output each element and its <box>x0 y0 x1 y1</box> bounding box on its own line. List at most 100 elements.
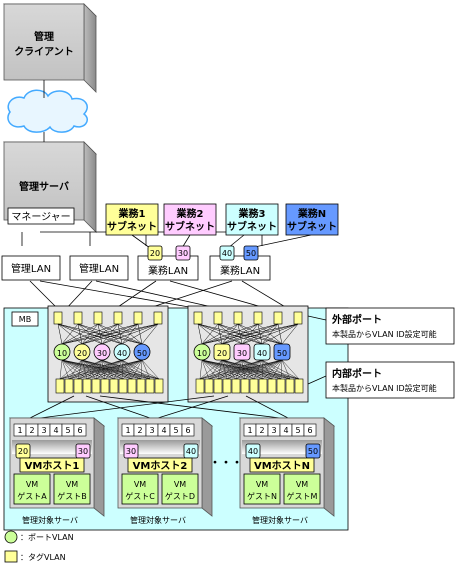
internal-port-2-5 <box>231 378 241 394</box>
nic-port-6 <box>303 423 317 437</box>
nic-number: 2 <box>29 426 34 435</box>
internal-port-2-11 <box>285 378 295 394</box>
server-links <box>29 395 289 419</box>
subnet-3-box <box>225 203 279 236</box>
vm-guest-line2: ゲストM <box>287 491 318 501</box>
nic-number: 6 <box>185 426 190 435</box>
legend: ：ポートVLAN ：タグVLAN <box>4 530 74 563</box>
port-vlan-50-circle <box>133 343 151 361</box>
nic-number: 4 <box>53 426 58 435</box>
vm-guest-line1: VM <box>296 480 308 489</box>
server-vlan-right: 30 <box>78 447 88 456</box>
tag-vlan-20-box <box>213 343 231 361</box>
vm-guest-box <box>161 473 199 505</box>
switch-2-vlan-50: 50 <box>277 349 287 358</box>
server-vlan-right: 40 <box>186 447 196 456</box>
subnet-2-line2: サブネット <box>165 220 215 233</box>
business-lan-1: 業務LAN 20 30 <box>137 245 199 281</box>
server-vlan-left: 20 <box>18 447 28 456</box>
external-port-2-5 <box>273 311 283 325</box>
server-caption: 管理対象サーバ <box>130 515 186 525</box>
server-vlan-left: 40 <box>248 447 258 456</box>
internal-port-1-2 <box>64 378 74 394</box>
legend-square-swatch <box>4 550 18 563</box>
nic-number: 3 <box>41 426 46 435</box>
tag-vlan-40-box <box>253 343 271 361</box>
tag-vlan-30-box <box>233 343 251 361</box>
internal-port-sub: 本製品からVLAN ID設定可能 <box>332 383 437 393</box>
nic-number: 1 <box>17 426 22 435</box>
switch-2-vlan-40: 40 <box>257 349 267 358</box>
vm-host-label: VMホストN <box>254 460 310 472</box>
nic-number: 3 <box>271 426 276 435</box>
nic-number: 4 <box>283 426 288 435</box>
subnet-3-line1: 業務3 <box>238 207 266 220</box>
legend-circle-swatch <box>4 530 18 544</box>
vm-guest-line1: VM <box>174 480 186 489</box>
nic-number: 6 <box>307 426 312 435</box>
vm-host-box <box>249 457 315 473</box>
external-port-2-2 <box>213 311 223 325</box>
external-port-callout: 外部ポート 本製品からVLAN ID設定可能 <box>307 307 455 345</box>
external-port-1-6 <box>153 311 163 325</box>
vm-guest-line2: ゲストN <box>247 491 277 501</box>
business-lan-2: 業務LAN 40 50 <box>209 245 271 281</box>
external-port-2-3 <box>233 311 243 325</box>
vm-guest-box <box>243 473 281 505</box>
subnet-2-line1: 業務2 <box>176 207 204 220</box>
nic-number: 1 <box>125 426 130 435</box>
business-lan-1-label: 業務LAN <box>148 264 188 277</box>
vm-guest-line1: VM <box>134 480 146 489</box>
subnet-2: 業務2 サブネット <box>163 203 217 236</box>
subnet-1: 業務1 サブネット <box>105 203 159 236</box>
server-ellipsis: ・・・ <box>210 456 243 469</box>
internal-port-2-1 <box>195 378 205 394</box>
admin-lan-1: 管理LAN <box>1 255 61 281</box>
nic-number: 5 <box>65 426 70 435</box>
business-lan-2-vlan-a: 40 <box>222 249 232 258</box>
internal-port-2-9 <box>267 378 277 394</box>
vm-guest-line1: VM <box>66 480 78 489</box>
external-port-1-2 <box>73 311 83 325</box>
vm-guest-box <box>283 473 321 505</box>
internal-port-2-6 <box>240 378 250 394</box>
server-caption: 管理対象サーバ <box>252 515 308 525</box>
business-lan-1-tag-a <box>147 245 163 261</box>
vm-guest-line1: VM <box>256 480 268 489</box>
business-lan-2-tag-b <box>243 245 259 261</box>
nic-number: 6 <box>77 426 82 435</box>
subnet-3-line2: サブネット <box>227 220 277 233</box>
vm-guest-line2: ゲストD <box>165 491 195 501</box>
switch-1-vlan-40: 40 <box>117 349 127 358</box>
internal-port-1-3 <box>73 378 83 394</box>
subnet-n-line1: 業務N <box>297 207 326 220</box>
port-vlan-10-circle-2 <box>193 343 211 361</box>
internal-port-1-4 <box>82 378 92 394</box>
external-port-1-1 <box>53 311 63 325</box>
client-label-line2: クライアント <box>14 46 74 58</box>
admin-server: 管理サーバ マネージャー <box>3 141 97 233</box>
nic-number: 2 <box>259 426 264 435</box>
vm-guest-box <box>13 473 51 505</box>
server-vlan-right: 50 <box>308 447 318 456</box>
port-vlan-10-circle <box>53 343 71 361</box>
subnet-n-line2: サブネット <box>287 220 337 233</box>
vm-guest-box <box>53 473 91 505</box>
external-port-2-6 <box>293 311 303 325</box>
switch-2-vlan-30: 30 <box>237 349 247 358</box>
internal-port-2-7 <box>249 378 259 394</box>
client-label-line1: 管理 <box>34 30 54 43</box>
nic-port-6 <box>73 423 87 437</box>
legend-port-vlan: ：ポートVLAN <box>20 533 74 542</box>
legend-tag-vlan: ：タグVLAN <box>20 552 66 562</box>
internal-port-1-6 <box>100 378 110 394</box>
switch-1-vlan-50: 50 <box>137 349 147 358</box>
external-port-2-1 <box>193 311 203 325</box>
external-port-title: 外部ポート <box>331 313 382 326</box>
internal-port-1-7 <box>109 378 119 394</box>
